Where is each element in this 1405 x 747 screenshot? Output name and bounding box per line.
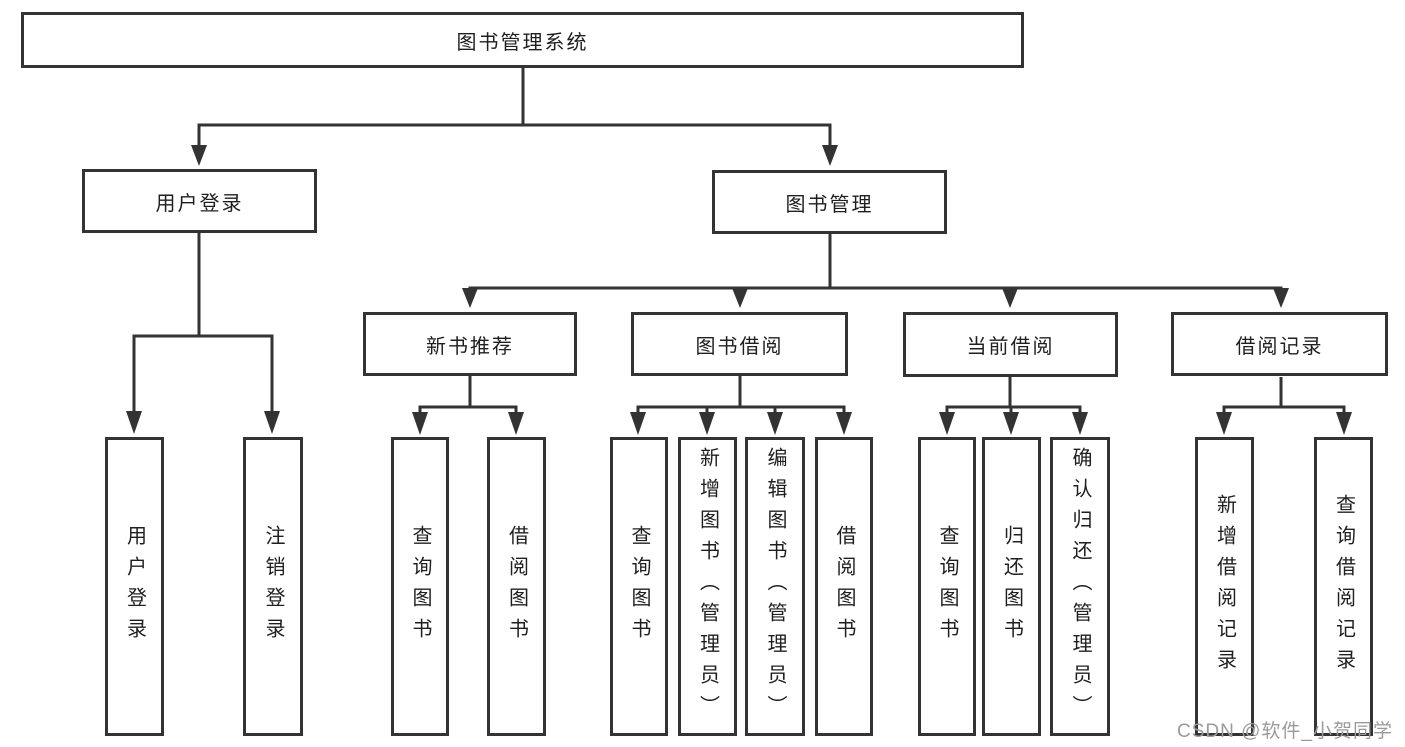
leaf-borrow-books-recommend: 借阅图书 <box>487 437 546 736</box>
leaf-logout: 注销登录 <box>243 437 303 736</box>
leaf-edit-books-admin: 编辑图书（管理员） <box>745 437 805 736</box>
csdn-watermark: CSDN @软件_小贺同学 <box>1177 721 1393 742</box>
leaf-add-books-admin: 新增图书（管理员） <box>678 437 737 736</box>
leaf-user-login: 用户登录 <box>105 437 164 736</box>
node-current-borrow: 当前借阅 <box>903 312 1118 377</box>
leaf-query-borrow-record: 查询借阅记录 <box>1314 437 1373 736</box>
node-book-management: 图书管理 <box>712 170 947 234</box>
leaf-borrow-books: 借阅图书 <box>815 437 873 736</box>
leaf-query-books-borrow: 查询图书 <box>610 437 668 736</box>
node-new-book-recommend: 新书推荐 <box>363 312 577 376</box>
node-borrow-records: 借阅记录 <box>1171 312 1388 376</box>
node-user-login: 用户登录 <box>82 169 317 233</box>
node-book-borrow: 图书借阅 <box>631 312 848 376</box>
leaf-query-books-current: 查询图书 <box>918 437 976 736</box>
node-root: 图书管理系统 <box>21 12 1024 68</box>
leaf-return-books: 归还图书 <box>982 437 1041 736</box>
leaf-query-books-recommend: 查询图书 <box>391 437 449 736</box>
leaf-confirm-return-admin: 确认归还（管理员） <box>1050 437 1110 736</box>
leaf-add-borrow-record: 新增借阅记录 <box>1195 437 1254 736</box>
arrowheads <box>126 145 1352 435</box>
